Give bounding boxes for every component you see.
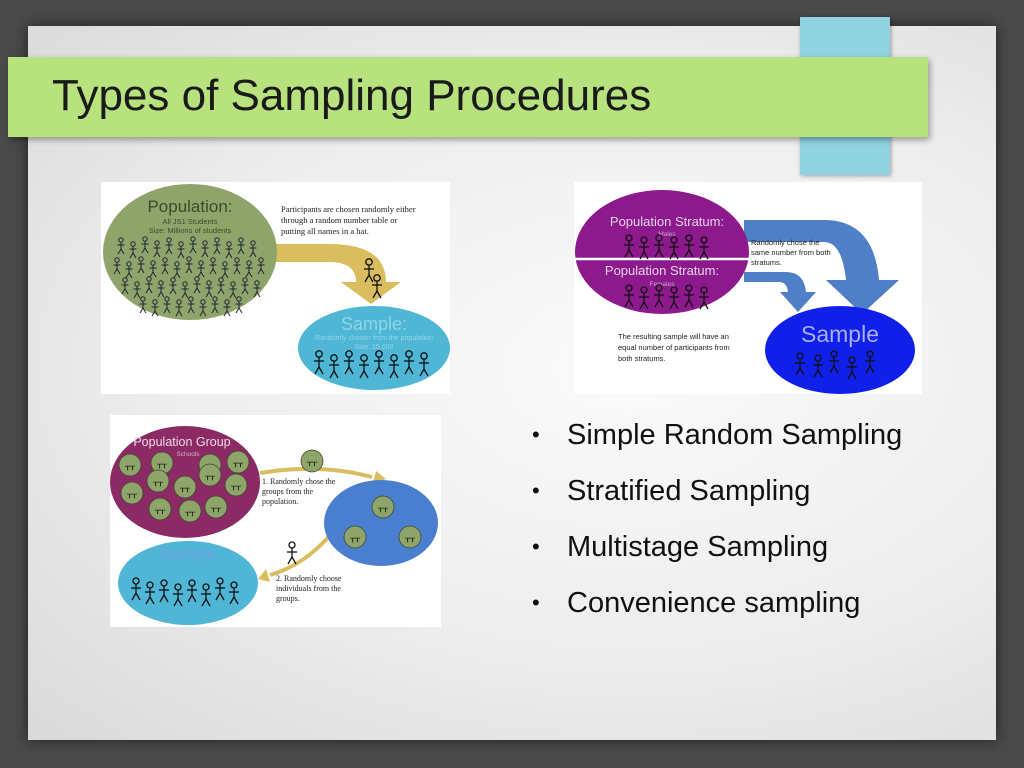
sample-label: Sample	[801, 321, 879, 347]
stratum-description: Males	[658, 231, 676, 238]
slide-title: Types of Sampling Procedures	[52, 71, 652, 120]
sample-ellipse	[118, 541, 258, 625]
sample-ellipse	[765, 306, 915, 394]
sample-ellipse	[298, 306, 450, 390]
stage2-arrow	[269, 531, 334, 577]
step-line: groups.	[276, 594, 300, 603]
step-line: 2. Randomly choose	[276, 574, 342, 583]
step-line: population.	[262, 497, 298, 506]
sample-size: Size: 15,000	[355, 344, 394, 351]
population-label: Population:	[147, 197, 232, 216]
step-line: individuals from the	[276, 584, 341, 593]
step-line: groups from the	[262, 487, 314, 496]
caption-line: through a random number table or	[281, 215, 398, 225]
list-item: •Stratified Sampling	[532, 475, 811, 507]
simple-random-diagram: Population: All JS1 Students Size: Milli…	[101, 182, 450, 394]
list-item: •Simple Random Sampling	[532, 419, 903, 451]
title-bar	[8, 57, 928, 137]
group-description: Schools	[176, 451, 200, 458]
list-item-label: Stratified Sampling	[567, 475, 811, 507]
caption-line: same number from both	[751, 248, 831, 257]
population-description: All JS1 Students	[162, 217, 217, 226]
selected-school	[300, 449, 324, 473]
list-item-label: Convenience sampling	[567, 587, 861, 619]
population-strata-ellipse	[575, 190, 749, 314]
stratum-description: Females	[650, 281, 676, 288]
stratum-arrow-small	[744, 272, 816, 312]
caption-line: Randomly chose the	[751, 238, 819, 247]
step-line: 1. Randomly chose the	[262, 477, 336, 486]
multistage-diagram: ᚁᚁ Population Group Schools 1. Randomly …	[110, 415, 441, 627]
sampling-types-list: •Simple Random Sampling •Stratified Samp…	[528, 412, 902, 636]
sample-description: Randomly chosen from the population	[315, 335, 433, 342]
sample-label: Sample:	[341, 314, 407, 334]
sample-label: Sample	[159, 544, 217, 563]
list-item-label: Simple Random Sampling	[567, 419, 903, 451]
chosen-individual	[286, 541, 298, 565]
list-item: •Convenience sampling	[532, 587, 861, 619]
stratum-label: Population Stratum:	[605, 263, 719, 278]
list-item: •Multistage Sampling	[532, 531, 829, 563]
stratified-diagram: Population Stratum: Males Population Str…	[574, 182, 922, 394]
note-line: The resulting sample will have an	[618, 332, 729, 341]
stage2-arrowhead	[258, 569, 270, 582]
caption-line: stratums.	[751, 258, 782, 267]
stratum-arrow-large	[744, 220, 899, 314]
stratum-label: Population Stratum:	[610, 214, 724, 229]
group-label: Population Group	[133, 435, 230, 449]
caption-line: Participants are chosen randomly either	[281, 204, 416, 214]
list-item-label: Multistage Sampling	[567, 531, 829, 563]
note-line: both stratums.	[618, 354, 666, 363]
selected-groups-ellipse	[324, 480, 438, 566]
selection-arrow	[273, 244, 401, 304]
note-line: equal number of participants from	[618, 343, 730, 352]
population-size: Size: Millions of students	[149, 226, 232, 235]
caption-line: putting all names in a hat.	[281, 226, 369, 236]
stage1-arrowhead	[373, 471, 386, 483]
